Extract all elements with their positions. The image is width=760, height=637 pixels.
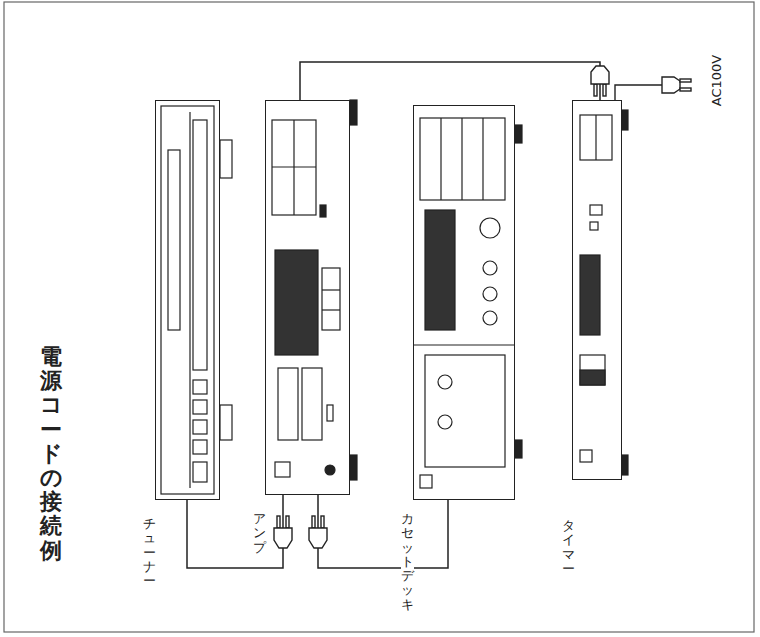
- device-box: カセットデッキ: [413, 105, 515, 500]
- power-plug: [274, 66, 691, 548]
- device-label: カセットデッキ: [401, 512, 414, 612]
- device-box: チューナー: [155, 100, 220, 500]
- tuner-detail: [161, 106, 232, 494]
- device-label: タイマー: [562, 519, 575, 576]
- device-box: アンプ: [265, 100, 350, 495]
- power-cord: [300, 62, 600, 100]
- diagram-title: 電源コードの接続例: [40, 345, 62, 563]
- power-cord: [187, 495, 283, 568]
- cassette-detail: [413, 118, 522, 488]
- frame: [4, 2, 754, 632]
- device-label: チューナー: [143, 517, 156, 588]
- amp-detail: [272, 100, 357, 480]
- device-box: タイマー: [572, 100, 622, 480]
- voltage-label: AC100V: [709, 54, 724, 105]
- timer-detail: [580, 110, 628, 475]
- power-cord: [318, 495, 448, 568]
- device-label: アンプ: [253, 512, 266, 555]
